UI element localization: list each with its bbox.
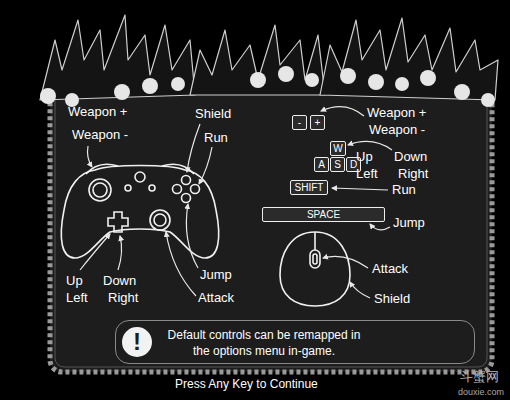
leader-arrow <box>332 188 388 190</box>
control-label: Attack <box>198 290 234 305</box>
creature-eyes <box>250 72 266 88</box>
creature-eyes <box>340 68 356 84</box>
back-button <box>125 185 131 191</box>
control-label: Right <box>108 290 138 305</box>
creature-eyes <box>40 66 495 107</box>
leader-arrow <box>80 234 110 270</box>
creature-eyes <box>114 84 130 100</box>
key-cap: SPACE <box>262 207 385 222</box>
control-label: Weapon - <box>72 127 128 142</box>
control-label: Jump <box>393 215 425 230</box>
control-label: Left <box>66 290 88 305</box>
mouse <box>280 232 350 306</box>
leader-arrow <box>88 146 93 167</box>
leader-arrow <box>118 236 122 270</box>
key-label: + <box>315 118 321 128</box>
start-button <box>149 185 155 191</box>
control-label: Right <box>398 166 428 181</box>
continue-prompt: Press Any Key to Continue <box>175 377 318 392</box>
leader-arrow <box>187 124 200 172</box>
mouse-split <box>314 232 316 250</box>
key-cap: S <box>330 157 345 172</box>
mouse-wheel <box>310 250 320 268</box>
creature-eyes <box>171 77 185 91</box>
creature-eyes <box>454 84 470 100</box>
gamepad-body <box>61 166 218 259</box>
panel-ground <box>50 80 492 372</box>
control-label: Run <box>392 182 416 197</box>
mouse-body <box>280 232 350 306</box>
watermark: 斗蟹网 <box>460 369 499 384</box>
mouse-wheel-core <box>313 254 317 264</box>
creature-middle <box>190 25 325 95</box>
right-stick-cap <box>154 214 166 226</box>
key-label: - <box>298 118 301 128</box>
leader-arrow <box>321 107 364 116</box>
leader-arrow <box>350 282 370 298</box>
creature-eyes <box>368 74 384 90</box>
control-label: Up <box>356 149 373 164</box>
left-stick-cap <box>93 183 107 197</box>
leader-arrow <box>370 224 390 230</box>
control-label: Left <box>356 166 378 181</box>
control-label: Weapon - <box>369 122 425 137</box>
key-label: SHIFT <box>295 183 324 193</box>
creature-eyes <box>395 77 409 91</box>
creature-eyes <box>40 88 56 104</box>
key-cap: - <box>292 115 307 130</box>
warning-mark: ! <box>133 330 141 354</box>
right-shoulder <box>162 164 194 174</box>
note-text: Default controls can be remapped in the … <box>158 327 370 359</box>
key-cap: + <box>310 115 325 130</box>
creature-right <box>320 18 498 100</box>
control-label: Jump <box>200 267 232 282</box>
gamepad <box>61 164 218 258</box>
control-label: Shield <box>195 106 231 121</box>
leader-arrow <box>323 256 368 268</box>
leader-arrow <box>348 141 392 150</box>
panel <box>50 80 492 372</box>
left-stick <box>89 179 111 201</box>
key-label: A <box>318 160 325 170</box>
leader-arrow <box>166 232 196 296</box>
leader-arrow <box>186 204 198 268</box>
control-label: Run <box>204 130 228 145</box>
warning-badge: ! <box>120 325 154 359</box>
creature-eyes <box>278 66 294 82</box>
creature-eyes <box>142 78 158 94</box>
control-label: Weapon + <box>367 105 426 120</box>
face-button <box>173 185 182 194</box>
right-stick <box>150 210 170 230</box>
key-label: W <box>333 144 342 154</box>
key-label: S <box>334 160 341 170</box>
control-label: Attack <box>372 261 408 276</box>
control-label: Weapon + <box>68 104 127 119</box>
creature-eyes <box>305 73 319 87</box>
key-cap: A <box>314 157 329 172</box>
watermark: douxie.com <box>458 385 504 400</box>
panel-inner-border <box>55 85 487 367</box>
guide-button <box>135 172 145 182</box>
control-label: Shield <box>374 291 410 306</box>
control-label: Down <box>103 273 136 288</box>
face-button <box>182 176 191 185</box>
control-label: Up <box>66 273 83 288</box>
panel-border <box>50 80 492 372</box>
creature-eyes <box>420 70 436 86</box>
key-cap: W <box>330 141 346 156</box>
d-pad <box>108 212 128 232</box>
face-button <box>182 194 191 203</box>
note-box: Default controls can be remapped in the … <box>115 320 475 364</box>
face-button <box>191 185 200 194</box>
leader-arrow <box>199 147 212 184</box>
key-label: SPACE <box>307 210 340 220</box>
creature-silhouettes <box>40 15 498 100</box>
key-cap: SHIFT <box>290 180 328 195</box>
creature-eyes <box>481 93 495 107</box>
creature-left <box>40 15 195 100</box>
control-label: Down <box>394 149 427 164</box>
